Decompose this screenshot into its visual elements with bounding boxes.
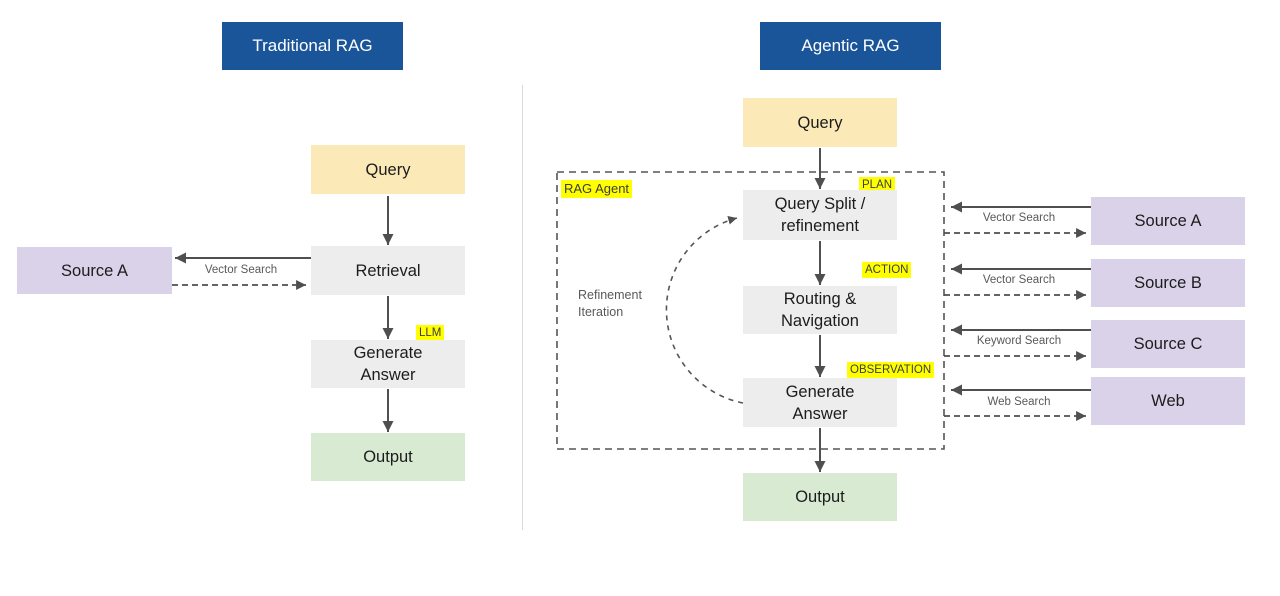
vector-search-label-left: Vector Search [177, 264, 305, 276]
observation-tag-text: OBSERVATION [850, 364, 932, 376]
action-tag-text: ACTION [865, 264, 909, 276]
node-query-left: Query [311, 145, 465, 194]
node-generate-right-line2: Answer [792, 404, 848, 423]
node-source-a-left: Source A [17, 247, 172, 294]
node-source-c: Source C [1091, 320, 1245, 368]
node-source-b-label: Source B [1134, 274, 1202, 292]
search-label-source-c-text: Keyword Search [976, 335, 1062, 347]
node-routing-line2: Navigation [781, 312, 859, 330]
action-tag: ACTION [862, 262, 912, 278]
llm-tag-text: LLM [419, 327, 442, 339]
rag-agent-tag: RAG Agent [561, 180, 633, 198]
node-generate-answer-right: Generate Answer [743, 378, 897, 427]
agentic-rag-title: Agentic RAG [760, 22, 941, 70]
traditional-rag-title: Traditional RAG [222, 22, 403, 70]
node-web: Web [1091, 377, 1245, 425]
search-label-source-b: Vector Search [948, 274, 1090, 286]
node-query-right: Query [743, 98, 897, 147]
section-divider [522, 85, 523, 530]
search-label-web: Web Search [948, 396, 1090, 408]
plan-tag-text: PLAN [862, 179, 893, 191]
search-label-source-a-text: Vector Search [982, 212, 1056, 224]
traditional-rag-title-label: Traditional RAG [252, 36, 373, 55]
node-output-right-label: Output [795, 488, 845, 506]
node-generate-left-line1: Generate [353, 344, 423, 362]
node-source-a-right-label: Source A [1134, 212, 1202, 230]
node-output-left: Output [311, 433, 465, 481]
node-generate-left-line2: Answer [360, 366, 416, 384]
node-source-a-left-label: Source A [61, 261, 128, 280]
node-output-left-label: Output [363, 448, 413, 466]
arrow-refinement-loop [665, 216, 744, 404]
node-query-split: Query Split / refinement [743, 190, 897, 240]
node-generate-right-line1: Generate [785, 382, 855, 401]
observation-tag: OBSERVATION [847, 362, 935, 378]
node-source-a-right: Source A [1091, 197, 1245, 245]
search-label-source-a: Vector Search [948, 212, 1090, 224]
search-label-web-text: Web Search [987, 396, 1051, 408]
node-output-right: Output [743, 473, 897, 521]
node-retrieval: Retrieval [311, 246, 465, 295]
refinement-label-line1: Refinement [578, 288, 642, 302]
node-retrieval-label: Retrieval [355, 261, 421, 280]
node-query-left-label: Query [365, 160, 411, 179]
plan-tag: PLAN [859, 177, 896, 193]
node-query-split-line2: refinement [781, 217, 859, 235]
agentic-rag-title-label: Agentic RAG [801, 36, 900, 55]
llm-tag: LLM [416, 325, 445, 341]
node-generate-answer-left: Generate Answer [311, 340, 465, 388]
node-query-split-line1: Query Split / [774, 195, 866, 213]
refinement-iteration-label: Refinement Iteration [578, 287, 642, 321]
node-web-label: Web [1151, 392, 1185, 410]
vector-search-label-left-text: Vector Search [204, 264, 278, 276]
node-routing-line1: Routing & [783, 290, 857, 308]
search-label-source-b-text: Vector Search [982, 274, 1056, 286]
node-query-right-label: Query [797, 113, 843, 132]
node-source-b: Source B [1091, 259, 1245, 307]
node-source-c-label: Source C [1133, 335, 1203, 353]
refinement-label-line2: Iteration [578, 305, 624, 319]
search-label-source-c: Keyword Search [948, 335, 1090, 347]
node-routing-navigation: Routing & Navigation [743, 286, 897, 334]
rag-agent-tag-text: RAG Agent [564, 181, 630, 196]
